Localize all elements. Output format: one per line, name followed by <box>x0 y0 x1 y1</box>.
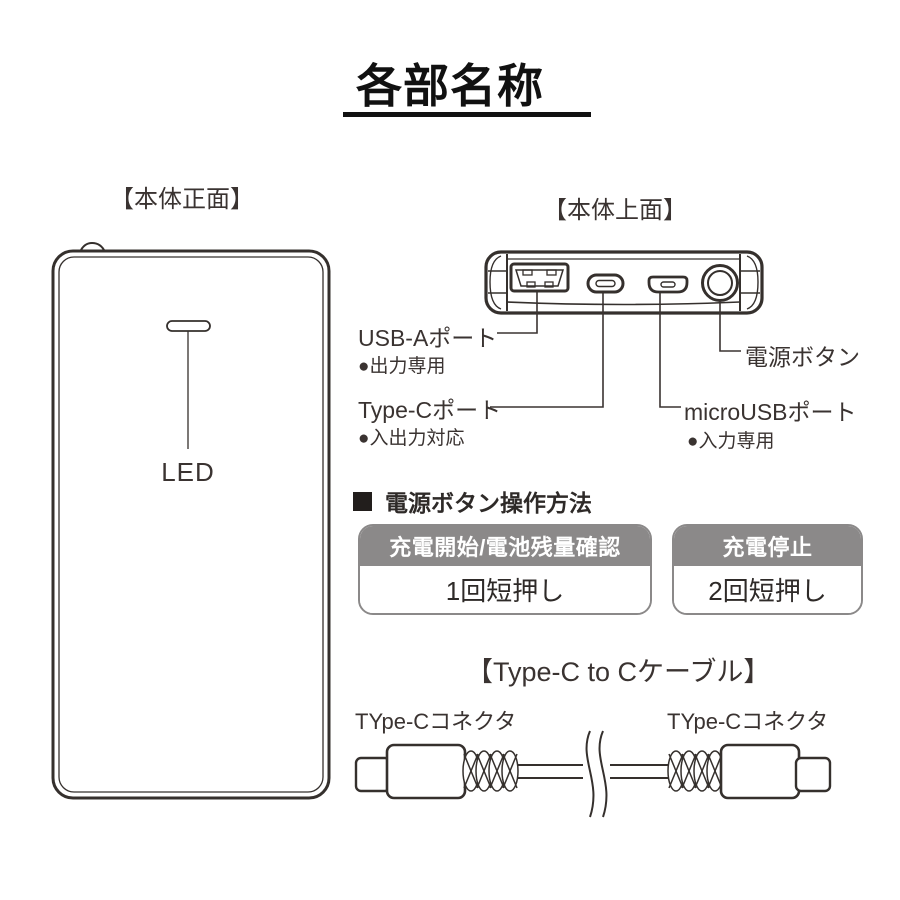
type-c-port-drawing <box>586 273 625 294</box>
operation-section-heading: 電源ボタン操作方法 <box>353 484 592 518</box>
title-underline <box>343 112 591 117</box>
type-c-port-label: Type-Cポート <box>358 397 502 423</box>
operation-box-header: 充電開始/電池残量確認 <box>360 526 650 566</box>
cable-left-strain-relief <box>462 750 519 792</box>
micro-usb-port-drawing <box>647 275 689 294</box>
micro-usb-port-note: ●入力専用 <box>687 431 775 452</box>
type-c-leader <box>490 293 604 408</box>
cable-break-mark <box>585 730 608 818</box>
front-device-inner-line <box>58 256 324 793</box>
usb-a-port-drawing <box>509 262 570 293</box>
micro-usb-port-label: microUSBポート <box>684 399 857 425</box>
cable-left-connector <box>354 743 519 800</box>
front-view-label: 【本体正面】 <box>110 186 254 213</box>
operation-box-charge-stop: 充電停止 2回短押し <box>672 524 863 615</box>
usb-a-leader <box>497 292 538 334</box>
front-device-outline <box>51 249 331 800</box>
operation-heading-text: 電源ボタン操作方法 <box>385 490 592 516</box>
cable-right-connector <box>667 743 832 800</box>
usb-a-port-note: ●出力専用 <box>358 356 446 377</box>
operation-box-header: 充電停止 <box>674 526 861 566</box>
operation-box-action: 1回短押し <box>360 566 650 613</box>
operation-box-action: 2回短押し <box>674 566 861 613</box>
black-square-icon <box>353 491 372 511</box>
power-button-label: 電源ボタン <box>745 344 860 370</box>
type-c-port-note: ●入出力対応 <box>358 428 465 449</box>
cable-right-strain-relief <box>667 750 724 792</box>
leader-lines <box>490 292 741 408</box>
micro-usb-leader <box>659 293 681 408</box>
cable-right-connector-label: TYpe-Cコネクタ <box>667 709 829 734</box>
operation-box-charge-start: 充電開始/電池残量確認 1回短押し <box>358 524 652 615</box>
page-title: 各部名称 <box>356 60 544 112</box>
led-label: LED <box>161 457 215 487</box>
top-device-drawing <box>484 250 764 315</box>
front-device-drawing <box>51 241 331 800</box>
cable-drawing <box>354 730 832 818</box>
cable-left-connector-label: TYpe-Cコネクタ <box>355 709 517 734</box>
power-button-drawing <box>701 264 739 302</box>
cable-section-label: 【Type-C to Cケーブル】 <box>466 657 771 687</box>
top-view-label: 【本体上面】 <box>543 197 687 224</box>
power-button-leader <box>719 301 741 352</box>
usb-a-port-label: USB-Aポート <box>358 325 498 351</box>
